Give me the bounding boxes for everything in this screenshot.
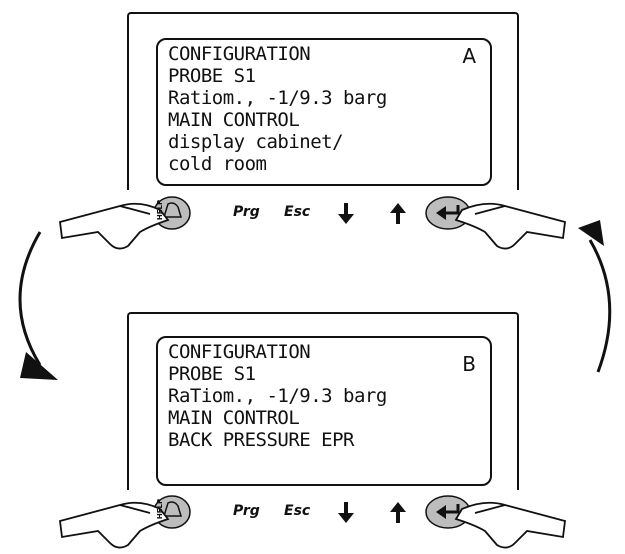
up-arrow-icon (390, 203, 406, 224)
lcd-line: CONFIGURATION (168, 341, 311, 363)
down-arrow-icon (338, 502, 354, 523)
lcd-line: BACK PRESSURE EPR (168, 429, 354, 451)
up-arrow-icon (390, 502, 406, 523)
right-hand-a (454, 202, 566, 250)
left-hand-a (59, 202, 170, 250)
prg-button[interactable]: Prg (233, 503, 260, 519)
keypad-a-icons (153, 196, 471, 230)
arrow-down-left (18, 231, 58, 380)
lcd-line: display cabinet/ (168, 131, 344, 153)
screen-tag-b: B (462, 352, 476, 376)
lcd-line: MAIN CONTROL (168, 109, 300, 131)
right-hand-b (454, 501, 566, 549)
keypad-b-icons (153, 495, 471, 529)
prg-button[interactable]: Prg (233, 204, 260, 220)
help-label[interactable]: HELP (156, 199, 165, 221)
left-hand-b (59, 501, 170, 549)
lcd-screen-a: A CONFIGURATION PROBE S1 Ratiom., -1/9.3… (156, 38, 492, 186)
lcd-line: cold room (168, 153, 267, 175)
screen-tag-a: A (462, 44, 476, 68)
lcd-screen-b: B CONFIGURATION PROBE S1 RaTiom., -1/9.3… (156, 336, 492, 486)
arrow-up-right (578, 220, 612, 373)
lcd-line: Ratiom., -1/9.3 barg (168, 87, 387, 109)
lcd-line: PROBE S1 (168, 65, 256, 87)
help-label[interactable]: HELP (156, 498, 165, 520)
lcd-line: CONFIGURATION (168, 43, 311, 65)
lcd-line: PROBE S1 (168, 363, 256, 385)
esc-button[interactable]: Esc (284, 503, 311, 519)
lcd-line: RaTiom., -1/9.3 barg (168, 385, 387, 407)
lcd-line: MAIN CONTROL (168, 407, 300, 429)
down-arrow-icon (338, 203, 354, 224)
esc-button[interactable]: Esc (284, 204, 311, 220)
